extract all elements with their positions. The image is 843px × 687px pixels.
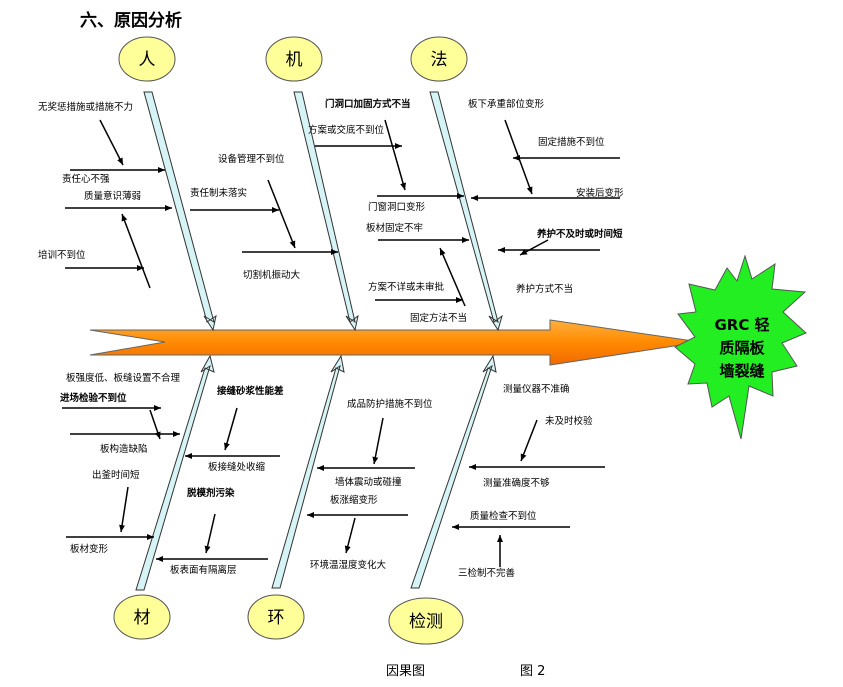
cause-label-machine-2: 切割机振动大: [243, 269, 301, 281]
caption-right: 图 2: [520, 664, 546, 679]
category-machine-ellipse: [265, 36, 323, 82]
cause-arrow: [439, 247, 466, 307]
cause-label-inspection-3: 测量准确度不够: [483, 477, 550, 489]
cause-label-method-6: 固定方法不当: [410, 312, 467, 324]
category-inspection-ellipse: [388, 597, 464, 645]
cause-arrow: [384, 119, 406, 191]
effect-line1: GRC 轻: [714, 316, 769, 334]
cause-label-inspection-4: 质量检查不到位: [470, 510, 537, 522]
cause-label-material-4: 接缝砂浆性能差: [217, 385, 284, 397]
cause-label-method-2: 方案或交底不到位: [308, 124, 385, 136]
effect-line3: 墙裂缝: [719, 362, 764, 380]
cause-label-method-11: 养护方式不当: [516, 283, 573, 295]
section-heading: 六、原因分析: [80, 11, 182, 31]
cause-label-method-3: 门窗洞口变形: [368, 201, 426, 213]
category-people-label: 人: [139, 50, 156, 70]
cause-label-environment-3: 板涨缩变形: [330, 494, 378, 506]
cause-label-environment-1: 成品防护措施不到位: [347, 398, 433, 410]
cause-label-method-5: 方案不详或未审批: [368, 281, 445, 293]
category-method-ellipse: [410, 36, 468, 82]
cause-arrow: [504, 119, 533, 195]
cause-label-material-6: 出釜时间短: [92, 469, 140, 481]
cause-arrow: [519, 239, 549, 256]
cause-arrow: [520, 419, 538, 462]
bone-inspection: [410, 354, 497, 589]
cause-label-material-1: 板强度低、板缝设置不合理: [66, 372, 181, 384]
category-inspection-label: 检测: [409, 612, 443, 632]
cause-label-method-7: 板下承重部位变形: [468, 98, 545, 110]
cause-label-people-1: 无奖惩措施或措施不力: [38, 101, 133, 113]
cause-label-material-2: 进场检验不到位: [60, 392, 127, 404]
spine-arrow: [89, 319, 701, 366]
cause-label-people-3: 质量意识薄弱: [84, 190, 141, 202]
cause-arrow: [204, 513, 216, 554]
cause-label-environment-4: 环境温湿度变化大: [310, 559, 387, 571]
cause-arrow: [224, 407, 238, 451]
category-machine-label: 机: [286, 50, 303, 70]
cause-label-machine-1: 设备管理不到位: [218, 153, 285, 165]
cause-label-method-1: 门洞口加固方式不当: [325, 98, 411, 110]
cause-label-people-5: 责任制未落实: [190, 187, 247, 199]
category-material-ellipse: [113, 594, 171, 640]
cause-label-method-8: 固定措施不到位: [538, 136, 605, 148]
cause-label-method-10: 养护不及时或时间短: [536, 228, 623, 240]
cause-arrow: [99, 119, 124, 166]
cause-label-inspection-1: 测量仪器不准确: [503, 383, 570, 395]
effect-starburst: [674, 254, 807, 440]
cause-arrow: [267, 179, 296, 249]
cause-label-method-4: 板材固定不牢: [366, 222, 423, 234]
cause-label-material-5: 板接缝处收缩: [208, 461, 266, 473]
category-method-label: 法: [431, 50, 448, 70]
cause-arrow: [119, 486, 129, 533]
cause-label-material-8: 板材变形: [70, 543, 109, 555]
category-material-label: 材: [134, 608, 151, 628]
cause-label-environment-2: 墙体震动或碰撞: [335, 476, 402, 488]
effect-line2: 质隔板: [719, 339, 765, 357]
cause-arrow: [372, 417, 384, 465]
category-people-ellipse: [118, 36, 176, 82]
bone-method: [429, 91, 503, 332]
cause-label-inspection-5: 三检制不完善: [458, 567, 516, 579]
cause-label-method-9: 安装后变形: [576, 187, 624, 199]
cause-label-people-2: 责任心不强: [62, 173, 110, 185]
category-environment-label: 环: [268, 608, 285, 628]
bone-machine: [293, 91, 359, 332]
cause-label-material-9: 板表面有隔离层: [170, 564, 237, 576]
cause-label-material-3: 板构造缺陷: [100, 443, 148, 455]
cause-label-people-4: 培训不到位: [38, 249, 86, 261]
bone-environment: [271, 354, 345, 589]
cause-arrow: [344, 517, 356, 554]
bone-material: [135, 354, 215, 591]
caption-left: 因果图: [386, 664, 426, 679]
category-environment-ellipse: [247, 594, 305, 640]
bone-people: [143, 91, 217, 332]
cause-label-material-7: 脱模剂污染: [187, 487, 235, 499]
cause-label-inspection-2: 未及时校验: [545, 415, 593, 427]
cause-arrow: [121, 213, 151, 289]
